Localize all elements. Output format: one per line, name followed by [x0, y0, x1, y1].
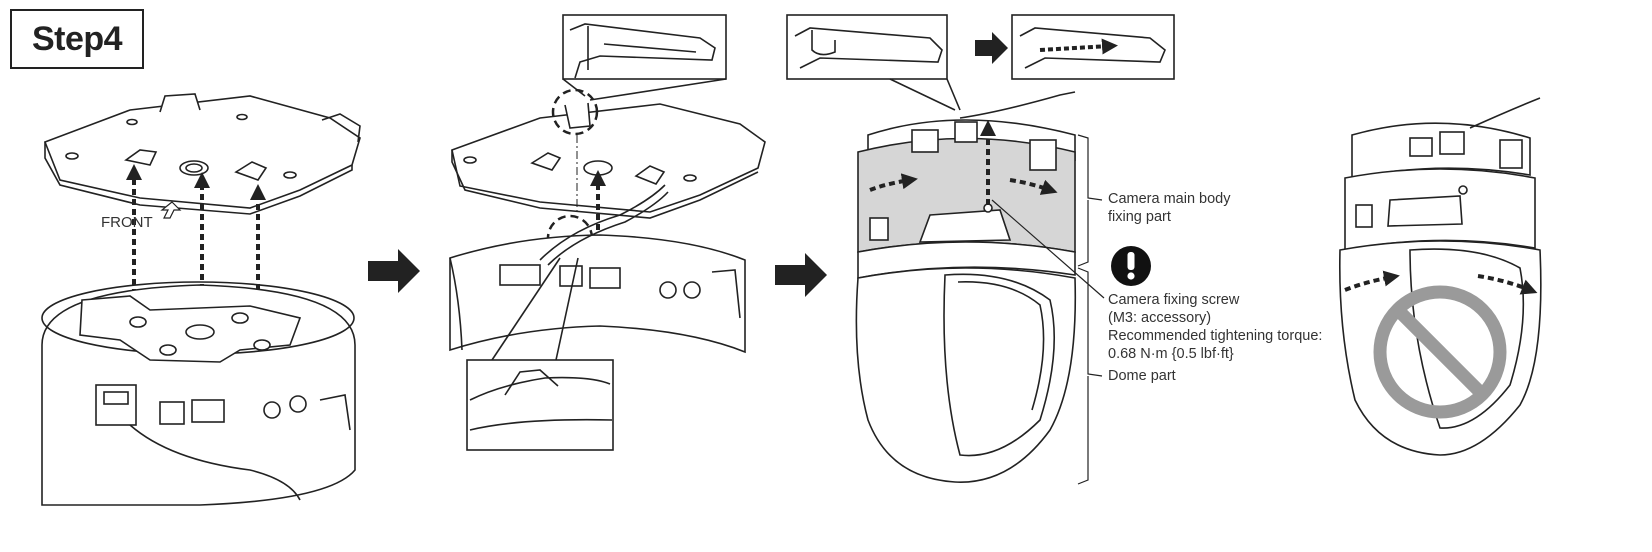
panel-1-mount-bracket [43, 93, 361, 215]
screw-label-line-1: Camera fixing screw [1108, 292, 1240, 308]
panel-2-detail-top [562, 14, 727, 101]
panel-2-camera-ring [449, 184, 746, 354]
right-arrow-icon [975, 32, 1008, 64]
camera-main-body-label: Camera main body fixing part [1108, 190, 1231, 226]
panel-2-bracket [451, 102, 766, 219]
panel-3-detail-b [1011, 14, 1175, 80]
rotation-arrows-panel-3 [869, 120, 1058, 205]
dome-part-label: Dome part [1108, 368, 1176, 384]
screw-label-line-3: Recommended tightening torque: [1108, 328, 1323, 344]
exclamation-circle-icon [1111, 246, 1151, 286]
screw-label-line-4: 0.68 N·m {0.5 lbf·ft} [1108, 346, 1234, 362]
panel-1-camera-base [41, 281, 356, 506]
right-arrow-icon [368, 249, 420, 293]
callout-brackets [991, 134, 1105, 485]
panel-4-camera [1339, 97, 1542, 456]
camera-main-body-label-line-2: fixing part [1108, 209, 1171, 225]
camera-fixing-screw-label: Camera fixing screw (M3: accessory) Reco… [1108, 291, 1322, 363]
prohibition-icon [1373, 285, 1507, 419]
screw-label-line-2: (M3: accessory) [1108, 310, 1212, 326]
camera-main-body-label-line-1: Camera main body [1108, 191, 1231, 207]
panel-3-detail-a [786, 14, 961, 111]
right-arrow-icon [775, 253, 827, 297]
front-direction-icon [160, 201, 182, 219]
front-label: FRONT [101, 214, 153, 231]
panel-2-detail-bottom [466, 257, 614, 451]
alignment-arrows-panel-2 [576, 135, 606, 230]
step-title: Step4 [10, 9, 144, 69]
panel-3-camera [855, 91, 1077, 483]
rotation-arrows-panel-4 [1344, 270, 1538, 295]
